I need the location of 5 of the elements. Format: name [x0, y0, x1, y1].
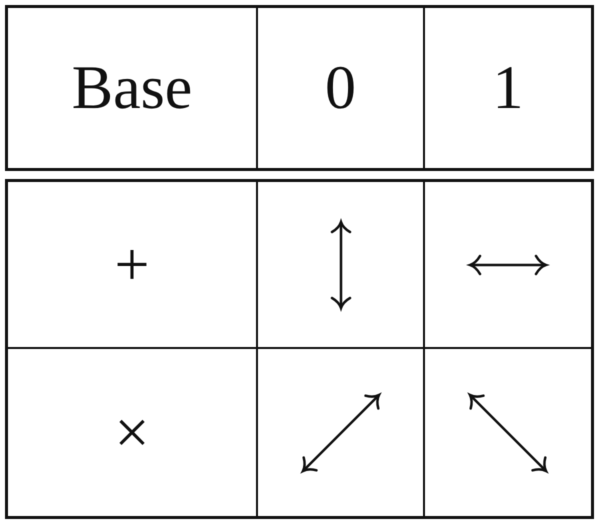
basis-symbol: × [114, 402, 150, 464]
column-header: 1 [492, 57, 524, 119]
column-header: 0 [325, 57, 356, 119]
column-header: Base [72, 57, 192, 119]
basis-symbol: + [114, 234, 150, 296]
